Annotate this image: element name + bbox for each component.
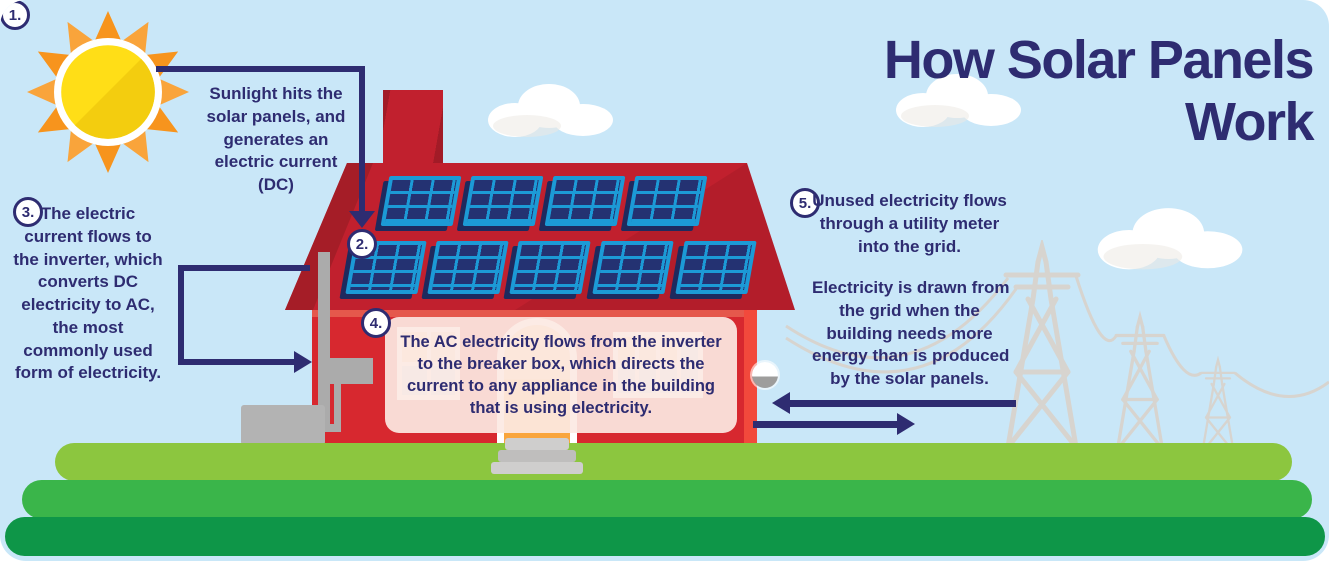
grass-band — [5, 517, 1325, 556]
grass-band — [55, 443, 1292, 481]
solar-panel-icon — [380, 176, 462, 226]
conduit-pipe-icon — [310, 424, 341, 432]
step-4-marker: 4. — [361, 308, 391, 338]
step-5-label-2: Electricity is drawn from the grid when … — [812, 278, 1010, 389]
inverter-box-icon — [330, 358, 373, 384]
step-3-label: The electric current flows to the invert… — [13, 204, 163, 383]
solar-panel-icon — [675, 241, 757, 294]
solar-panel-icon — [427, 241, 509, 294]
step-1-label: Sunlight hits the solar panels, and gene… — [206, 84, 346, 195]
flow-line-sun-to-roof — [156, 66, 365, 72]
grass-band — [22, 480, 1312, 519]
solar-panel-icon — [544, 176, 626, 226]
outdoor-unit-icon — [241, 405, 325, 445]
door-steps-icon — [491, 462, 583, 474]
flow-line-to-inverter — [178, 265, 310, 271]
step-5-marker: 5. — [790, 188, 820, 218]
door-steps-icon — [498, 450, 576, 462]
house-to-grid-arrow-icon — [897, 413, 915, 435]
solar-panel-icon — [462, 176, 544, 226]
grid-to-house-arrow-shaft — [788, 400, 1016, 407]
step-4-label: The AC electricity flows from the invert… — [400, 332, 722, 418]
cloud-icon — [1097, 208, 1243, 270]
solar-panel-icon — [592, 241, 674, 294]
house-eave-strip — [312, 307, 757, 317]
power-grid-towers-icon — [785, 240, 1329, 454]
grid-to-house-arrow-icon — [772, 392, 790, 414]
power-wires-icon — [785, 275, 1329, 399]
solar-panel-icon — [509, 241, 591, 294]
flow-line-sun-to-roof — [359, 66, 365, 212]
cloud-icon — [488, 84, 613, 137]
utility-meter-icon — [752, 362, 778, 388]
house-corner-strip — [744, 307, 757, 447]
flow-line-to-inverter — [178, 359, 296, 365]
flow-arrow-down-icon — [349, 211, 375, 228]
page-title: How Solar Panels Work — [883, 30, 1315, 152]
flow-arrow-right-icon — [294, 351, 312, 373]
house-to-grid-arrow-shaft — [753, 421, 899, 428]
solar-panel-icon — [626, 176, 708, 226]
conduit-pipe-icon — [318, 252, 330, 432]
step-5-label: Unused electricity flows through a utili… — [812, 191, 1007, 256]
flow-line-to-inverter — [178, 265, 184, 365]
door-steps-icon — [505, 438, 569, 450]
step-4-callout: The AC electricity flows from the invert… — [385, 317, 737, 433]
sun-icon — [27, 11, 189, 173]
conduit-pipe-icon — [334, 384, 341, 429]
step-3-marker: 3. — [13, 197, 43, 227]
step-1-marker: 1. — [0, 0, 30, 30]
step-2-marker: 2. — [347, 229, 377, 259]
cloud-icon — [896, 74, 1021, 127]
chimney-icon — [383, 90, 443, 165]
